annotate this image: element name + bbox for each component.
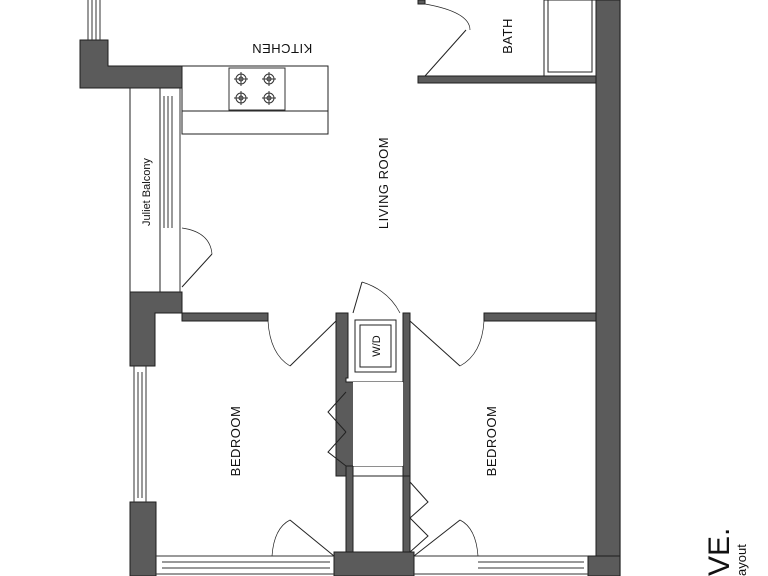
closet-lower-void	[352, 475, 404, 553]
wall-left-bottom	[129, 501, 157, 576]
doors	[181, 3, 485, 557]
wall-top-left-notch	[79, 39, 183, 89]
window-bottom-right	[414, 555, 588, 575]
wall-bath-bottom	[417, 75, 597, 84]
wall-bedroom-left-top	[181, 312, 269, 322]
kitchen-label: KITCHEN	[252, 41, 313, 56]
bifold-door-icon	[409, 481, 429, 553]
door-swing-icon	[352, 281, 401, 314]
walls	[79, 0, 621, 576]
bedroom-left-label: BEDROOM	[228, 406, 243, 477]
living-room-label: LIVING ROOM	[376, 137, 391, 229]
juliet-balcony	[129, 87, 161, 293]
washer-dryer-unit	[359, 324, 392, 368]
window-bottom-left	[156, 555, 334, 575]
wall-lower-closet-right	[402, 475, 411, 557]
wall-left-middle	[129, 291, 183, 367]
subtitle-fragment: ayout	[734, 544, 749, 576]
door-swing-icon	[409, 320, 485, 367]
juliet-balcony-label: Juliet Balcony	[141, 158, 153, 226]
door-swing-icon	[267, 320, 337, 367]
bedroom-right-label: BEDROOM	[484, 406, 499, 477]
window-balcony-door	[159, 88, 181, 292]
bathtub-icon	[543, 0, 597, 77]
window-top-left	[87, 0, 101, 40]
wall-bottom-right	[587, 555, 621, 576]
wall-bottom-center	[333, 551, 415, 576]
kitchen-counter	[181, 65, 329, 135]
door-swing-icon	[424, 3, 471, 77]
closet-middle-void	[353, 382, 403, 466]
title-fragment: VE.	[703, 528, 736, 576]
bath-label: BATH	[500, 18, 515, 54]
stove-icon	[228, 67, 286, 111]
door-swing-icon	[413, 519, 479, 557]
wall-bath-left	[417, 0, 426, 5]
door-swing-icon	[181, 227, 213, 288]
windows	[87, 0, 588, 575]
wall-right-exterior	[595, 0, 621, 576]
bifold-door-icon	[327, 391, 347, 467]
door-swing-icon	[271, 519, 335, 557]
washer-dryer-label: W/D	[371, 335, 383, 356]
wall-bedroom-right-top	[483, 312, 597, 322]
wall-lower-closet-left	[345, 465, 354, 557]
window-bedroom-left	[133, 366, 147, 502]
